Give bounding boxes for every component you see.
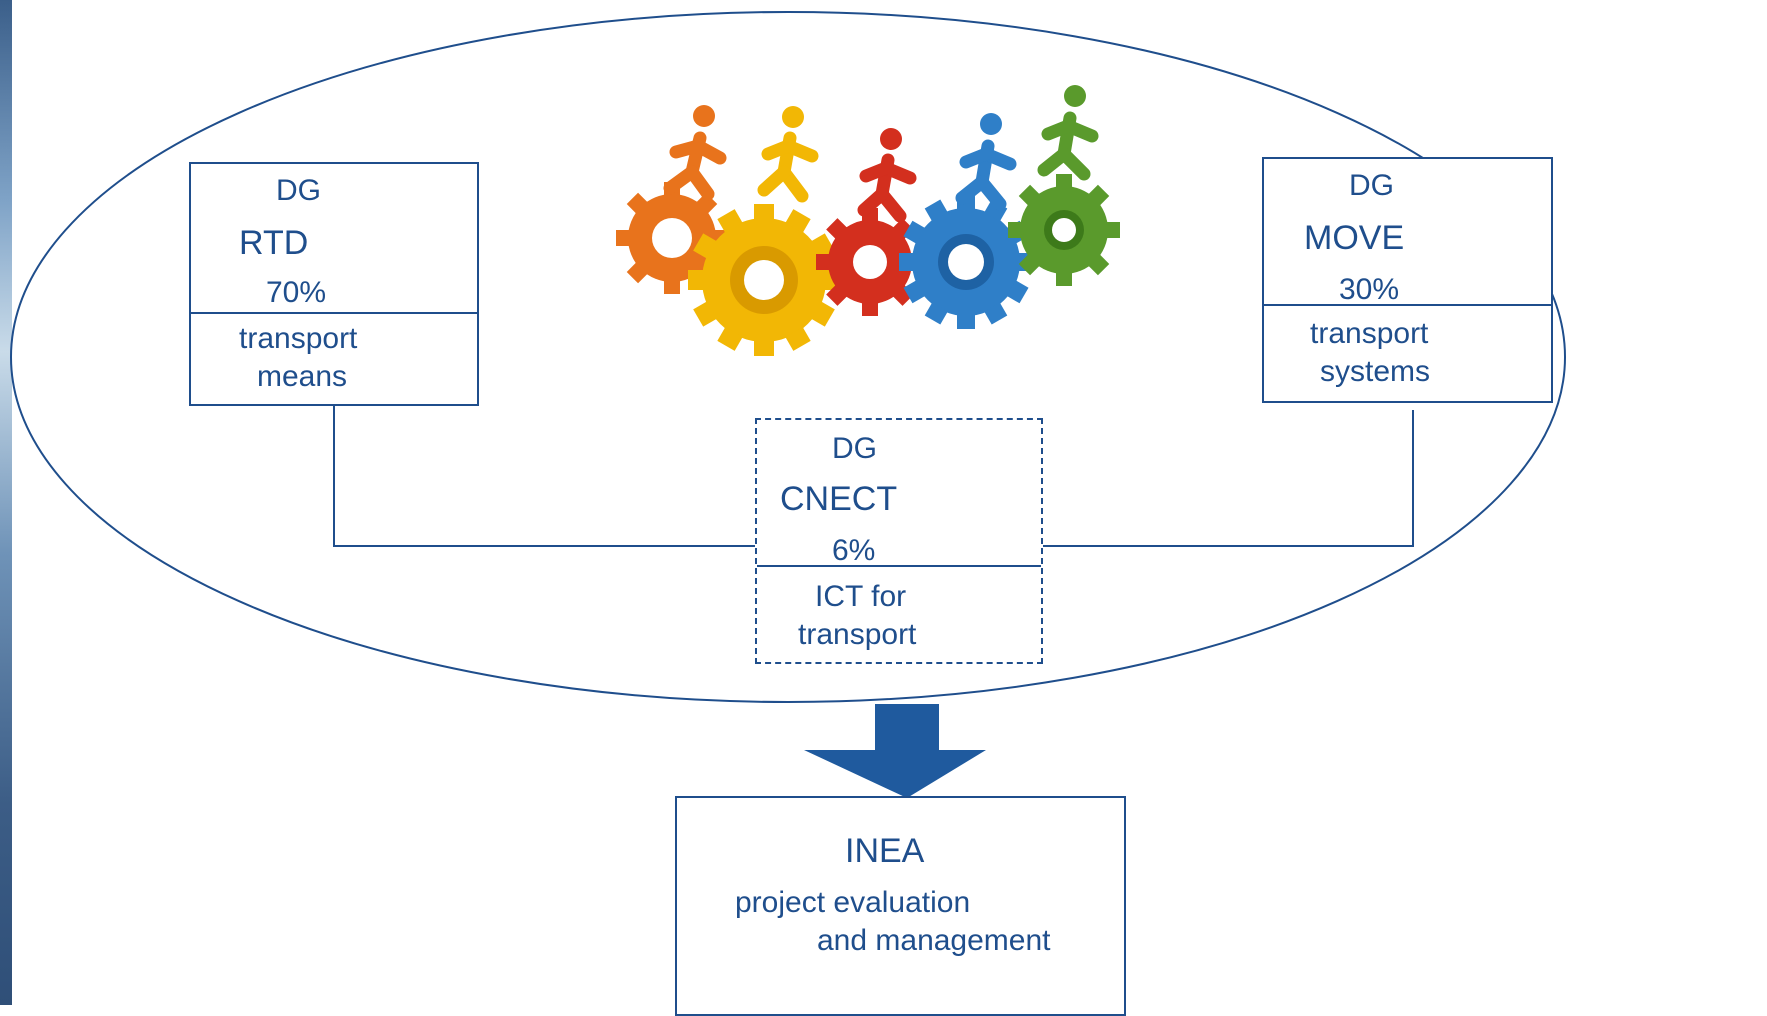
inea-box: INEA project evaluation and management — [675, 796, 1126, 1016]
inea-name: INEA — [845, 832, 925, 870]
dg-move-name: MOVE — [1304, 219, 1405, 257]
down-arrow — [804, 704, 986, 798]
dg-move-focus-line1: transport — [1310, 317, 1429, 350]
dg-cnect-box: DG CNECT 6% ICT for transport — [755, 418, 1043, 664]
dg-move-box: DG MOVE 30% transport systems — [1262, 157, 1553, 403]
dg-rtd-focus-line1: transport — [239, 322, 358, 355]
dg-move-focus-line2: systems — [1320, 355, 1431, 388]
collaboration-ellipse — [10, 11, 1566, 703]
dg-rtd-prefix: DG — [276, 174, 321, 207]
dg-rtd-focus-line2: means — [257, 360, 348, 393]
inea-role-line1: project evaluation — [735, 886, 971, 919]
connector-rtd — [333, 406, 755, 547]
dg-cnect-focus-line2: transport — [798, 618, 917, 651]
gears-with-running-figures-icon — [616, 85, 1120, 356]
dg-cnect-focus-line1: ICT for — [815, 580, 907, 613]
dg-move-prefix: DG — [1349, 169, 1394, 202]
dg-cnect-name: CNECT — [780, 480, 898, 518]
dg-rtd-divider — [191, 312, 477, 314]
connector-move — [1043, 410, 1414, 547]
dg-move-share: 30% — [1339, 273, 1400, 306]
dg-cnect-prefix: DG — [832, 432, 877, 465]
dg-rtd-box: DG RTD 70% transport means — [189, 162, 479, 406]
dg-rtd-name: RTD — [239, 224, 309, 262]
dg-move-divider — [1264, 304, 1551, 306]
dg-cnect-divider — [757, 565, 1041, 567]
dg-cnect-share: 6% — [832, 534, 876, 567]
dg-rtd-share: 70% — [266, 276, 327, 309]
background-edge — [0, 0, 12, 1005]
inea-role-line2: and management — [817, 924, 1051, 957]
